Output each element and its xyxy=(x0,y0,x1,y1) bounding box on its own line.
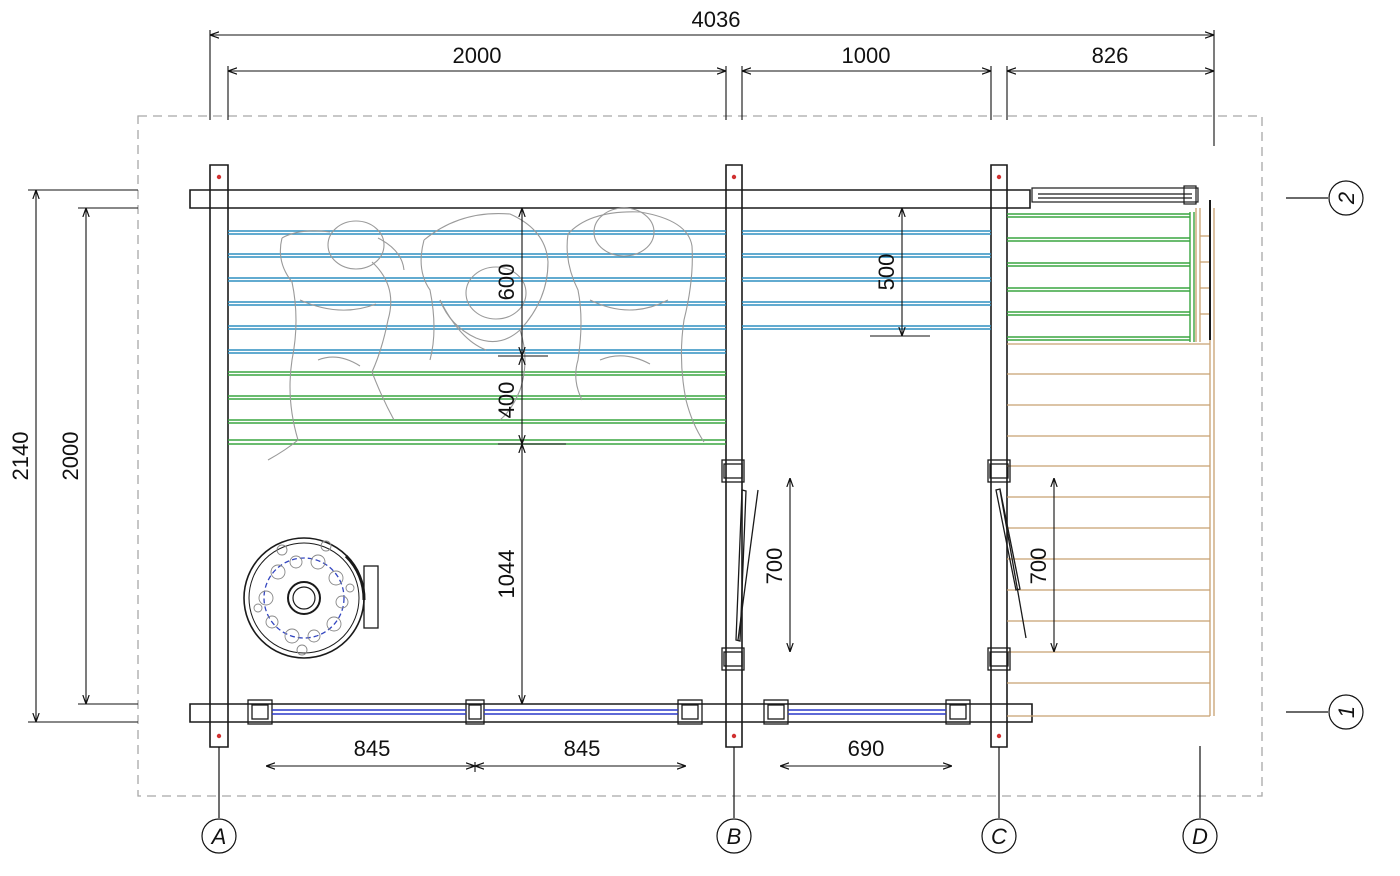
dimension-lines xyxy=(28,30,1215,772)
axis-label-1: 1 xyxy=(1334,706,1359,718)
axis-markers xyxy=(216,174,1002,739)
grid-axes xyxy=(201,180,1364,854)
walls xyxy=(189,164,1033,748)
door-b xyxy=(721,459,759,671)
site-boundary xyxy=(137,115,1263,797)
wall-axis-c xyxy=(990,164,1008,748)
axis-label-2: 2 xyxy=(1334,192,1359,205)
window-glass xyxy=(272,709,946,715)
dim-floor-depth: 1044 xyxy=(494,550,519,599)
axis-label-a: A xyxy=(210,824,227,849)
terrace-deck xyxy=(1007,208,1215,717)
dim-inner-height: 2000 xyxy=(58,432,83,481)
dim-window-left: 845 xyxy=(354,736,391,761)
wall-axis-a xyxy=(209,164,229,748)
figure-1 xyxy=(267,220,405,461)
dim-window-washroom: 690 xyxy=(848,736,885,761)
dim-overall-height: 2140 xyxy=(8,432,33,481)
wall-axis-b xyxy=(725,164,743,748)
dim-washroom-bench: 500 xyxy=(874,254,899,291)
bottom-wall xyxy=(189,703,1033,723)
dim-lower-bench: 400 xyxy=(494,382,519,419)
dim-section-cd: 826 xyxy=(1092,43,1129,68)
dim-door-bc: 700 xyxy=(762,548,787,585)
figure-3 xyxy=(566,207,705,443)
door-c xyxy=(987,459,1027,671)
people-figures xyxy=(267,207,705,461)
window-frames xyxy=(247,699,971,725)
dim-section-ab: 2000 xyxy=(453,43,502,68)
sauna-heater xyxy=(243,537,379,659)
axis-label-c: C xyxy=(991,824,1007,849)
axis-label-d: D xyxy=(1192,824,1208,849)
axis-label-b: B xyxy=(727,824,742,849)
top-wall xyxy=(189,189,1031,209)
upper-bench xyxy=(228,230,726,354)
figure-2 xyxy=(420,212,549,421)
windows xyxy=(247,699,971,725)
lower-bench xyxy=(228,371,726,445)
dim-window-right: 845 xyxy=(564,736,601,761)
dim-upper-bench: 600 xyxy=(494,264,519,301)
dim-overall-width: 4036 xyxy=(692,7,741,32)
dim-door-terrace: 700 xyxy=(1026,548,1051,585)
terrace-rail xyxy=(1031,185,1211,340)
washroom-bench xyxy=(742,230,991,330)
terrace-bench xyxy=(1007,212,1195,342)
dim-section-bc: 1000 xyxy=(842,43,891,68)
